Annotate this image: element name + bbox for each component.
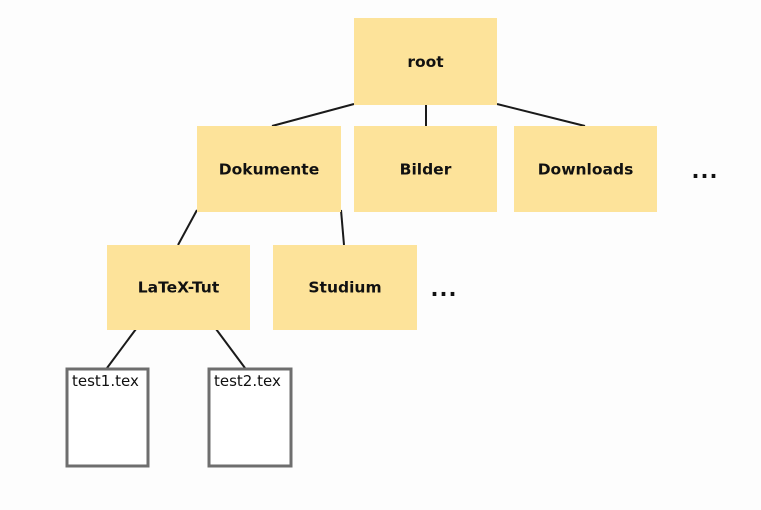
node-test1-file[interactable]: test1.tex [65,367,150,468]
node-root-label: root [407,53,444,71]
node-studium-box[interactable] [273,245,417,330]
node-bilder[interactable]: Bilder [354,126,497,212]
edge-dokumente-latex-tut [177,209,198,246]
node-test2-file[interactable]: test2.tex [207,367,293,468]
node-latex-tut-label: LaTeX-Tut [138,279,220,297]
node-test1-box[interactable] [65,367,150,468]
node-downloads-label: Downloads [538,161,634,179]
node-root[interactable]: root [354,18,497,105]
ellipsis-level3-label: ... [431,277,458,301]
ellipsis-level2-label: ... [692,159,719,183]
edge-dokumente-studium [340,209,345,246]
node-studium[interactable]: Studium [273,245,417,330]
node-latex-tut-box[interactable] [107,245,250,330]
node-bilder-label: Bilder [400,161,452,179]
node-downloads[interactable]: Downloads [514,126,657,212]
node-root-box[interactable] [354,18,497,105]
edge-latex-tut-test2 [215,328,246,369]
node-dokumente-label: Dokumente [219,161,319,179]
edge-root-dokumente [271,103,355,127]
node-latex-tut[interactable]: LaTeX-Tut [107,245,250,330]
node-test2-label: test2.tex [214,372,281,390]
node-studium-label: Studium [308,279,381,297]
node-test1-label: test1.tex [72,372,139,390]
node-downloads-box[interactable] [514,126,657,212]
edge-root-downloads [496,103,586,127]
node-bilder-box[interactable] [354,126,497,212]
edge-group [106,103,586,369]
edge-latex-tut-test1 [106,328,137,369]
node-dokumente[interactable]: Dokumente [197,126,341,212]
node-dokumente-box[interactable] [197,126,341,212]
node-test2-box[interactable] [207,367,293,468]
